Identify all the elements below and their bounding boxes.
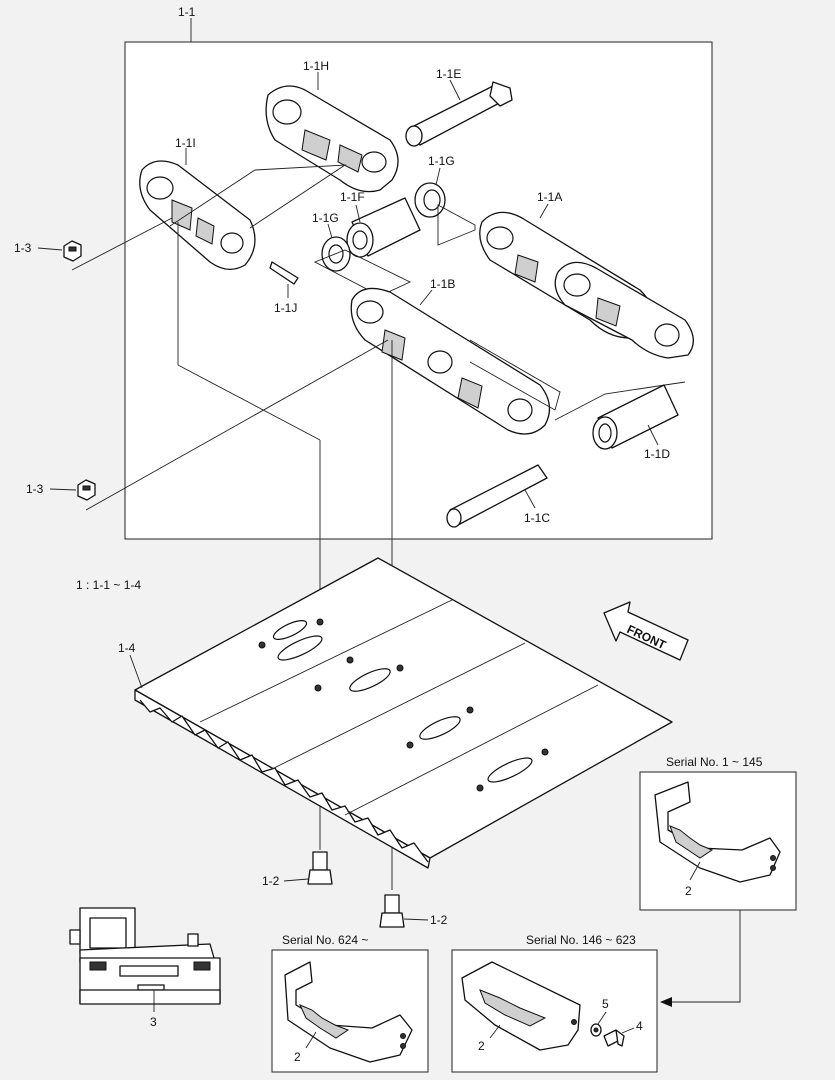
callout-2-b: 2	[294, 1050, 301, 1064]
callout-1-1J: 1-1J	[274, 301, 297, 315]
callout-1-2-right: 1-2	[430, 913, 448, 927]
serial-624-title: Serial No. 624 ~	[282, 933, 368, 947]
front-arrow: FRONT	[603, 601, 689, 661]
step-2-variant-c	[461, 961, 581, 1051]
bolt-4	[603, 1029, 625, 1047]
callout-3: 3	[150, 1015, 157, 1029]
pin-1-1J	[269, 261, 299, 285]
callout-1-1A: 1-1A	[537, 190, 562, 204]
callout-1-1B: 1-1B	[430, 277, 455, 291]
serial-connector-line	[668, 910, 741, 1003]
nut-1-3-bottom	[77, 479, 96, 501]
bolt-1-2-left	[307, 851, 333, 885]
link-1-1I	[139, 160, 256, 270]
callout-1-1H: 1-1H	[303, 59, 329, 73]
bushing-1-1F	[346, 197, 421, 258]
nut-1-3-top	[63, 240, 82, 262]
callout-1-1D: 1-1D	[644, 447, 670, 461]
assembly-note: 1 : 1-1 ~ 1-4	[76, 578, 141, 592]
link-1-1A	[479, 211, 694, 359]
callout-2-c: 2	[478, 1039, 485, 1053]
callout-2-a: 2	[685, 884, 692, 898]
callout-1-1I: 1-1I	[175, 136, 196, 150]
seal-1-1G-top	[414, 182, 446, 218]
callout-1-1F: 1-1F	[340, 190, 365, 204]
callout-1-1E: 1-1E	[436, 67, 461, 81]
pin-1-1E	[405, 81, 513, 147]
callout-1-4: 1-4	[118, 641, 136, 655]
assembly-guide-1	[437, 204, 476, 246]
callout-1-1C: 1-1C	[524, 511, 550, 525]
link-1-1H	[265, 85, 399, 193]
callout-1-2-left: 1-2	[262, 874, 280, 888]
link-1-1B	[350, 287, 551, 435]
assembly-guide-2	[313, 249, 412, 297]
callout-1-3-top: 1-3	[14, 241, 32, 255]
serial-146-623-title: Serial No. 146 ~ 623	[526, 933, 636, 947]
step-2-variant-b	[284, 961, 413, 1063]
callout-1-1G-left: 1-1G	[312, 211, 339, 225]
serial-1-145-title: Serial No. 1 ~ 145	[666, 755, 763, 769]
track-shoe-1-4	[134, 557, 673, 869]
callout-4: 4	[636, 1019, 643, 1033]
step-2-variant-a	[654, 781, 781, 883]
callout-1-1G-top: 1-1G	[428, 154, 455, 168]
callout-5: 5	[602, 997, 609, 1011]
serial-connector-arrow	[660, 997, 672, 1007]
washer-5	[590, 1023, 602, 1037]
callout-1-3-bottom: 1-3	[26, 482, 44, 496]
machine-view-3	[69, 907, 221, 1005]
pin-1-1C	[446, 464, 548, 528]
bushing-1-1D	[592, 384, 679, 450]
callout-1-1: 1-1	[178, 5, 196, 19]
bolt-1-2-right	[379, 894, 405, 928]
assembly-guide-3	[169, 164, 347, 229]
